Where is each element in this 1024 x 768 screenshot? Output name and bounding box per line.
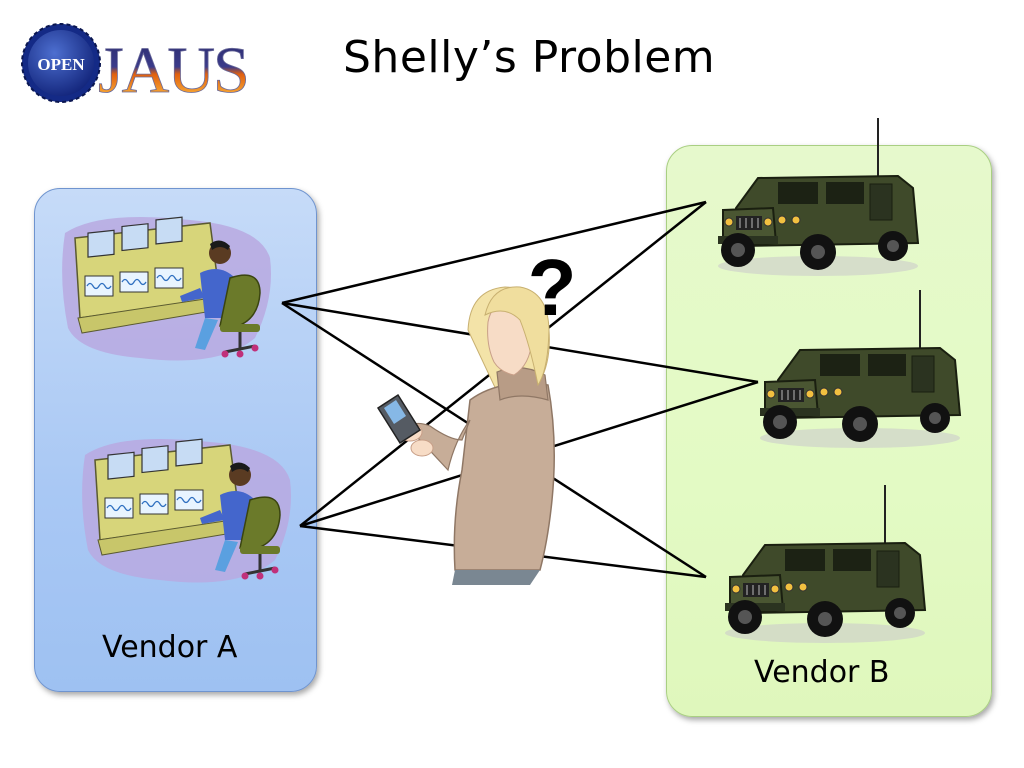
vendor-b-label: Vendor B (754, 655, 890, 690)
woman-with-handheld-figure (376, 286, 555, 585)
connection-line (281, 200, 707, 305)
openjaus-logo: OPEN JAUS (21, 23, 250, 104)
operator-station-1 (60, 215, 273, 362)
military-vehicle-3 (724, 484, 926, 644)
question-mark: ? (528, 243, 577, 332)
military-vehicle-1 (717, 117, 919, 277)
operator-station-2 (80, 437, 293, 584)
logo-badge-text: OPEN (37, 55, 85, 74)
logo-wordmark: JAUS (98, 34, 248, 104)
gear-badge-icon: OPEN (21, 23, 101, 103)
handheld-device-icon (376, 393, 422, 445)
slide-title: Shelly’s Problem (343, 32, 716, 83)
military-vehicle-2 (759, 289, 961, 449)
vendor-a-label: Vendor A (102, 630, 238, 665)
